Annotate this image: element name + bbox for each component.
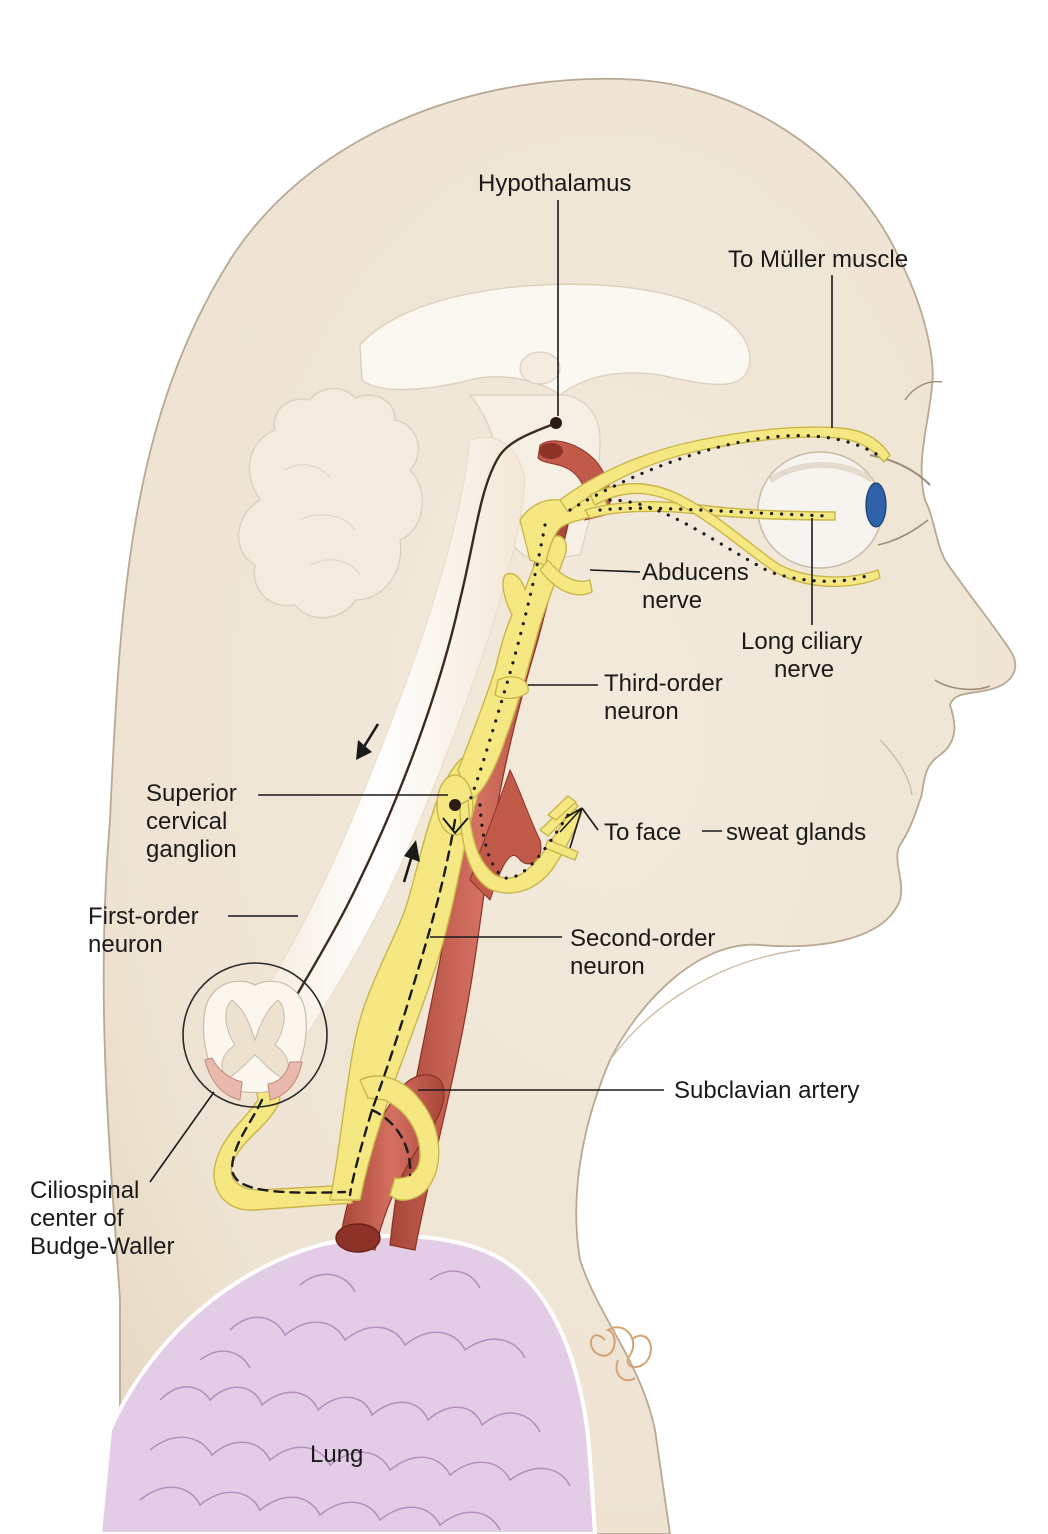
pathway-dots: [230, 434, 880, 1197]
label-abducens-line2: nerve: [642, 587, 702, 614]
lung-texture: [139, 1270, 571, 1531]
eyebrow: [904, 380, 943, 401]
signature-icon: [590, 1326, 652, 1382]
leader-lines: [149, 200, 833, 1183]
eyeball: [757, 451, 883, 569]
label-second-order-line1: Second-order: [570, 925, 715, 952]
label-ciliospinal-line1: Ciliospinal: [30, 1177, 139, 1204]
label-abducens-line1: Abducens: [642, 559, 749, 586]
nostril: [934, 679, 991, 691]
carotid-lumen: [539, 443, 563, 459]
label-subclavian-artery: Subclavian artery: [674, 1077, 859, 1104]
label-first-order-line2: neuron: [88, 931, 163, 958]
label-superior-line2: cervical: [146, 808, 227, 835]
arrow-down-left-icon: [356, 723, 380, 760]
label-hypothalamus: Hypothalamus: [478, 170, 631, 197]
cerebellum: [238, 387, 424, 619]
label-long-ciliary-line1: Long ciliary: [741, 628, 862, 655]
label-superior-line3: ganglion: [146, 836, 237, 863]
label-to-muller-muscle: To Müller muscle: [728, 246, 908, 273]
sympathetic-chain: [213, 426, 891, 1211]
label-second-order-line2: neuron: [570, 953, 645, 980]
label-lung: Lung: [310, 1441, 363, 1468]
lower-eyelid: [877, 519, 929, 546]
label-first-order-line1: First-order: [88, 903, 199, 930]
hypothalamus-nucleus: [550, 417, 562, 429]
spinal-cord-tube: [229, 436, 526, 1061]
upper-eyelid: [869, 454, 931, 486]
label-third-order-line2: neuron: [604, 698, 679, 725]
arrow-up-icon: [402, 840, 420, 883]
spinal-cord-inset: [182, 962, 328, 1108]
corpus-callosum: [359, 283, 751, 396]
jaw-contour: [609, 949, 801, 1061]
thalamus: [519, 351, 561, 385]
fork-mark: [442, 817, 469, 835]
label-sweat-glands: sweat glands: [726, 819, 866, 846]
label-long-ciliary-line2: nerve: [774, 656, 834, 683]
ganglion-nucleus: [449, 799, 461, 811]
label-third-order-line1: Third-order: [604, 670, 723, 697]
label-ciliospinal-line3: Budge-Waller: [30, 1233, 175, 1260]
eye-shadow: [768, 462, 874, 483]
nasolabial-fold: [879, 739, 913, 796]
iris: [865, 482, 887, 528]
label-ciliospinal-line2: center of: [30, 1205, 124, 1232]
lung: [97, 1233, 598, 1534]
label-superior-line1: Superior: [146, 780, 237, 807]
cerebellum-folia: [284, 464, 361, 576]
subclavian-lumen: [335, 1223, 381, 1253]
label-to-face: To face: [604, 819, 681, 846]
